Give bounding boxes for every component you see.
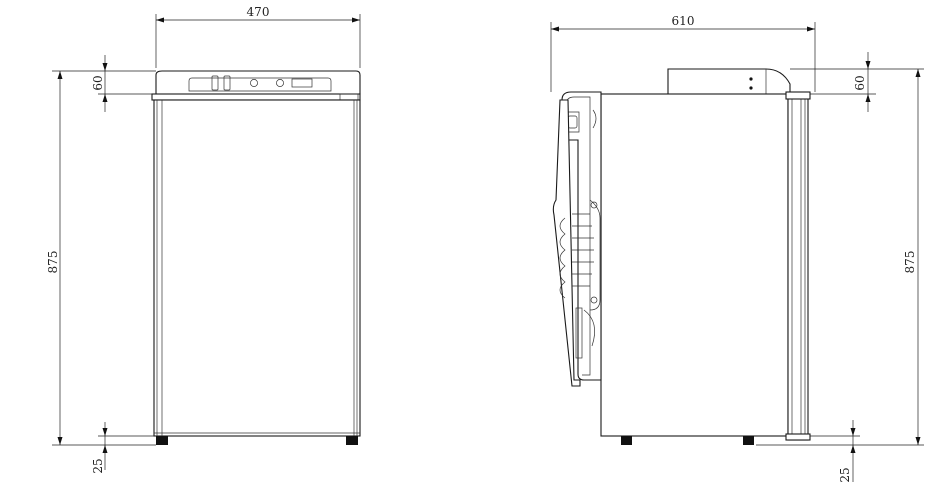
front-view [151,70,361,445]
front-width-label: 470 [247,5,270,19]
side-indicator-top [749,77,753,81]
front-top-label: 60 [91,75,105,90]
side-height-label: 875 [903,251,917,274]
front-height-label: 875 [46,251,60,274]
side-top-dimension: 60 [790,52,876,112]
side-depth-label: 610 [672,14,695,28]
front-knob-right [276,79,284,87]
side-control-housing [667,68,791,95]
side-cooling-coil [559,217,566,299]
front-foot-dimension: 25 [91,422,156,474]
side-burner-tube [575,307,583,359]
front-foot-label: 25 [91,458,105,473]
front-display [291,78,313,88]
side-height-dimension: 875 [756,68,924,446]
front-door [153,99,361,437]
front-switch-left [211,75,219,91]
front-knob-left [250,79,258,87]
side-foot-rear [621,436,632,445]
front-height-dimension: 875 [46,70,156,446]
side-indicator-bottom [749,86,753,90]
front-width-dimension: 470 [155,5,361,68]
front-switch-right [223,75,231,91]
front-foot-left [156,436,168,445]
side-view [552,68,811,445]
side-top-label: 60 [853,75,867,90]
front-control-panel [155,70,361,95]
front-top-dimension: 60 [91,55,156,112]
side-foot-label: 25 [838,467,852,482]
front-foot-right [346,436,358,445]
side-depth-dimension: 610 [550,14,816,92]
side-foot-dimension: 25 [810,420,860,483]
side-cabinet [600,93,789,437]
side-foot-front [743,436,754,445]
